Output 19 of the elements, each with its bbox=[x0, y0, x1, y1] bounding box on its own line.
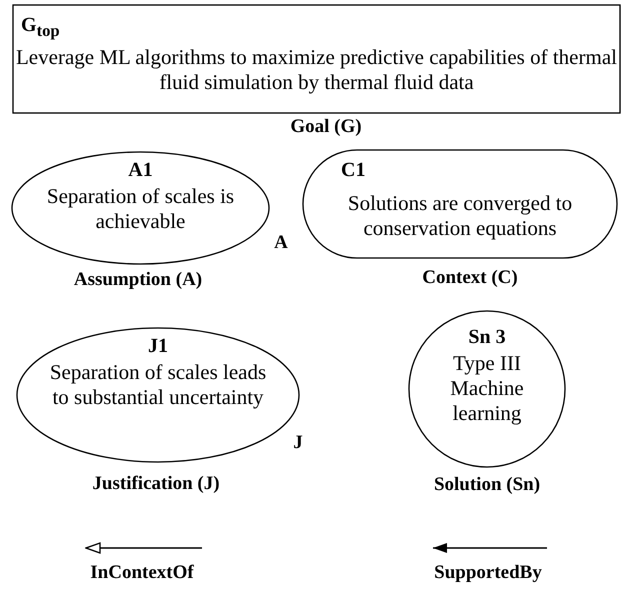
type-letter: J bbox=[293, 432, 303, 453]
node-id: A1 bbox=[127, 158, 154, 183]
node-text: Leverage ML algorithms to maximize predictive capabilities of thermal fluid simulation by thermal fluid data bbox=[14, 45, 618, 95]
node-id: G$_{top}$ bbox=[21, 13, 61, 42]
node-text: Separation of scales leads to substantial uncertainty bbox=[48, 360, 268, 410]
node-text: Solutions are converged to conservation equations bbox=[346, 191, 574, 241]
node-id: C1 bbox=[341, 158, 366, 183]
node-text: Type III Machine learning bbox=[449, 351, 525, 426]
node-id: Sn 3 bbox=[467, 325, 507, 350]
node-caption: Assumption (A) bbox=[74, 269, 202, 290]
node-caption: Justification (J) bbox=[92, 473, 220, 494]
legend-label: InContextOf bbox=[90, 562, 194, 583]
node-caption: Solution (Sn) bbox=[434, 474, 540, 495]
legend-label: SupportedBy bbox=[434, 562, 542, 583]
node-caption: Context (C) bbox=[422, 267, 518, 288]
node-text: Separation of scales is achievable bbox=[46, 184, 236, 234]
type-letter: A bbox=[274, 232, 288, 253]
node-id: J1 bbox=[147, 334, 169, 359]
node-caption: Goal (G) bbox=[290, 116, 362, 137]
